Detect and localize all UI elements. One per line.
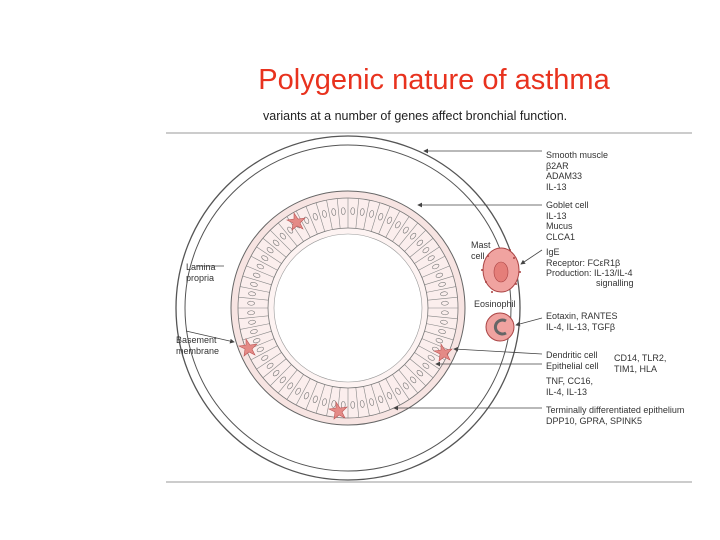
- airway-figure: variants at a number of genes affect bro…: [166, 106, 692, 486]
- airway-diagram: [166, 106, 692, 486]
- slide-title: Polygenic nature of asthma: [0, 64, 720, 97]
- label-ige-signalling: signalling: [596, 278, 634, 289]
- label-dendritic-cell: Dendritic cell: [546, 350, 598, 361]
- lumen: [274, 234, 422, 382]
- label-eotaxin: Eotaxin, RANTESIL-4, IL-13, TGFβ: [546, 311, 618, 332]
- label-epithelial-cell: Epithelial cell: [546, 361, 599, 372]
- label-cd14: CD14, TLR2,TIM1, HLA: [614, 353, 666, 374]
- label-tnf: TNF, CC16,IL-4, IL-13: [546, 376, 593, 397]
- eosinophil-cell: [486, 313, 514, 341]
- figure-caption: variants at a number of genes affect bro…: [263, 109, 567, 123]
- label-eosinophil: Eosinophil: [474, 299, 516, 310]
